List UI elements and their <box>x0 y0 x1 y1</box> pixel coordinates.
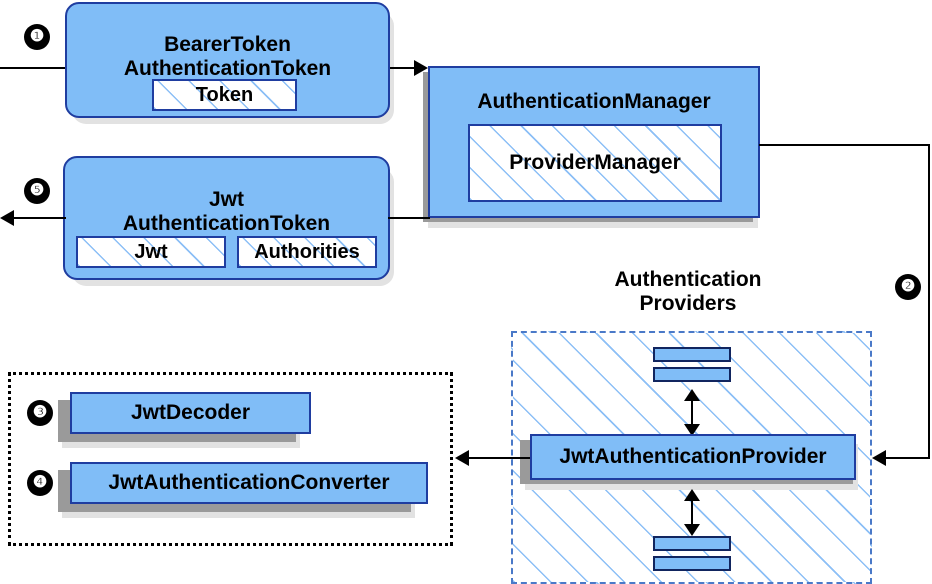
provider-stack-top-bar-2 <box>653 367 731 382</box>
field-authorities-label: Authorities <box>254 240 360 263</box>
jwt-token-title-line1: Jwt <box>208 188 244 212</box>
jwt-token-title: Jwt AuthenticationToken <box>123 188 330 235</box>
connector-manager-to-jwt-token <box>388 217 430 219</box>
authentication-manager-title: AuthenticationManager <box>477 90 711 113</box>
node-jwt-decoder[interactable]: JwtDecoder <box>70 392 311 434</box>
provider-manager-label: ProviderManager <box>509 151 681 174</box>
node-jwt-authentication-converter[interactable]: JwtAuthenticationConverter <box>70 462 428 504</box>
provider-stack-top-bar-1 <box>653 347 731 362</box>
jwt-authentication-provider-label: JwtAuthenticationProvider <box>559 445 827 469</box>
connector-provider-to-support <box>468 457 530 459</box>
step-marker-3: ❸ <box>27 400 53 426</box>
jwt-authentication-converter-label: JwtAuthenticationConverter <box>108 471 390 495</box>
step-marker-1-label: ❶ <box>29 28 45 45</box>
bearer-token-title-line1: BearerToken <box>164 33 291 57</box>
provider-stack-bottom-bar-1 <box>653 536 731 551</box>
jwt-support-region <box>8 372 453 546</box>
provider-stack-bottom-arrow-down <box>684 524 700 536</box>
step-marker-5-label: ❺ <box>29 182 45 199</box>
connector-response-out <box>8 217 66 219</box>
step-marker-2-label: ❷ <box>900 278 916 295</box>
jwt-token-title-line2: AuthenticationToken <box>122 212 331 235</box>
field-token[interactable]: Token <box>152 79 297 111</box>
provider-stack-bottom-bar-2 <box>653 556 731 571</box>
connector-manager-right <box>759 144 930 146</box>
provider-stack-top-connector <box>691 392 693 432</box>
step-marker-3-label: ❸ <box>32 404 48 421</box>
step-marker-4-label: ❹ <box>32 474 48 491</box>
provider-stack-bottom-connector <box>691 492 693 532</box>
jwt-decoder-label: JwtDecoder <box>130 401 251 425</box>
connector-into-provider <box>885 457 930 459</box>
bearer-token-title: BearerToken AuthenticationToken <box>124 33 331 80</box>
provider-stack-top-arrow-down <box>684 424 700 436</box>
step-marker-2: ❷ <box>895 274 921 300</box>
field-jwt-label: Jwt <box>134 240 168 263</box>
step-marker-1: ❶ <box>24 24 50 50</box>
providers-caption-line2: Providers <box>639 291 737 315</box>
connector-token-to-manager <box>390 67 416 69</box>
connector-manager-down <box>928 144 930 459</box>
field-token-label: Token <box>195 83 254 106</box>
node-provider-manager[interactable]: ProviderManager <box>468 124 722 202</box>
arrow-response-out <box>0 210 14 226</box>
providers-caption: Authentication Providers <box>568 268 808 315</box>
providers-caption-line1: Authentication <box>614 268 762 291</box>
connector-request-in <box>0 67 70 69</box>
provider-stack-bottom-arrow-up <box>684 489 700 501</box>
arrow-provider-to-support <box>455 450 469 466</box>
provider-stack-top-arrow-up <box>684 389 700 401</box>
bearer-token-title-line2: AuthenticationToken <box>123 57 332 80</box>
arrow-into-provider <box>872 450 886 466</box>
step-marker-5: ❺ <box>24 178 50 204</box>
step-marker-4: ❹ <box>27 470 53 496</box>
field-jwt[interactable]: Jwt <box>76 236 226 268</box>
node-jwt-authentication-provider[interactable]: JwtAuthenticationProvider <box>530 434 856 480</box>
field-authorities[interactable]: Authorities <box>237 236 377 268</box>
